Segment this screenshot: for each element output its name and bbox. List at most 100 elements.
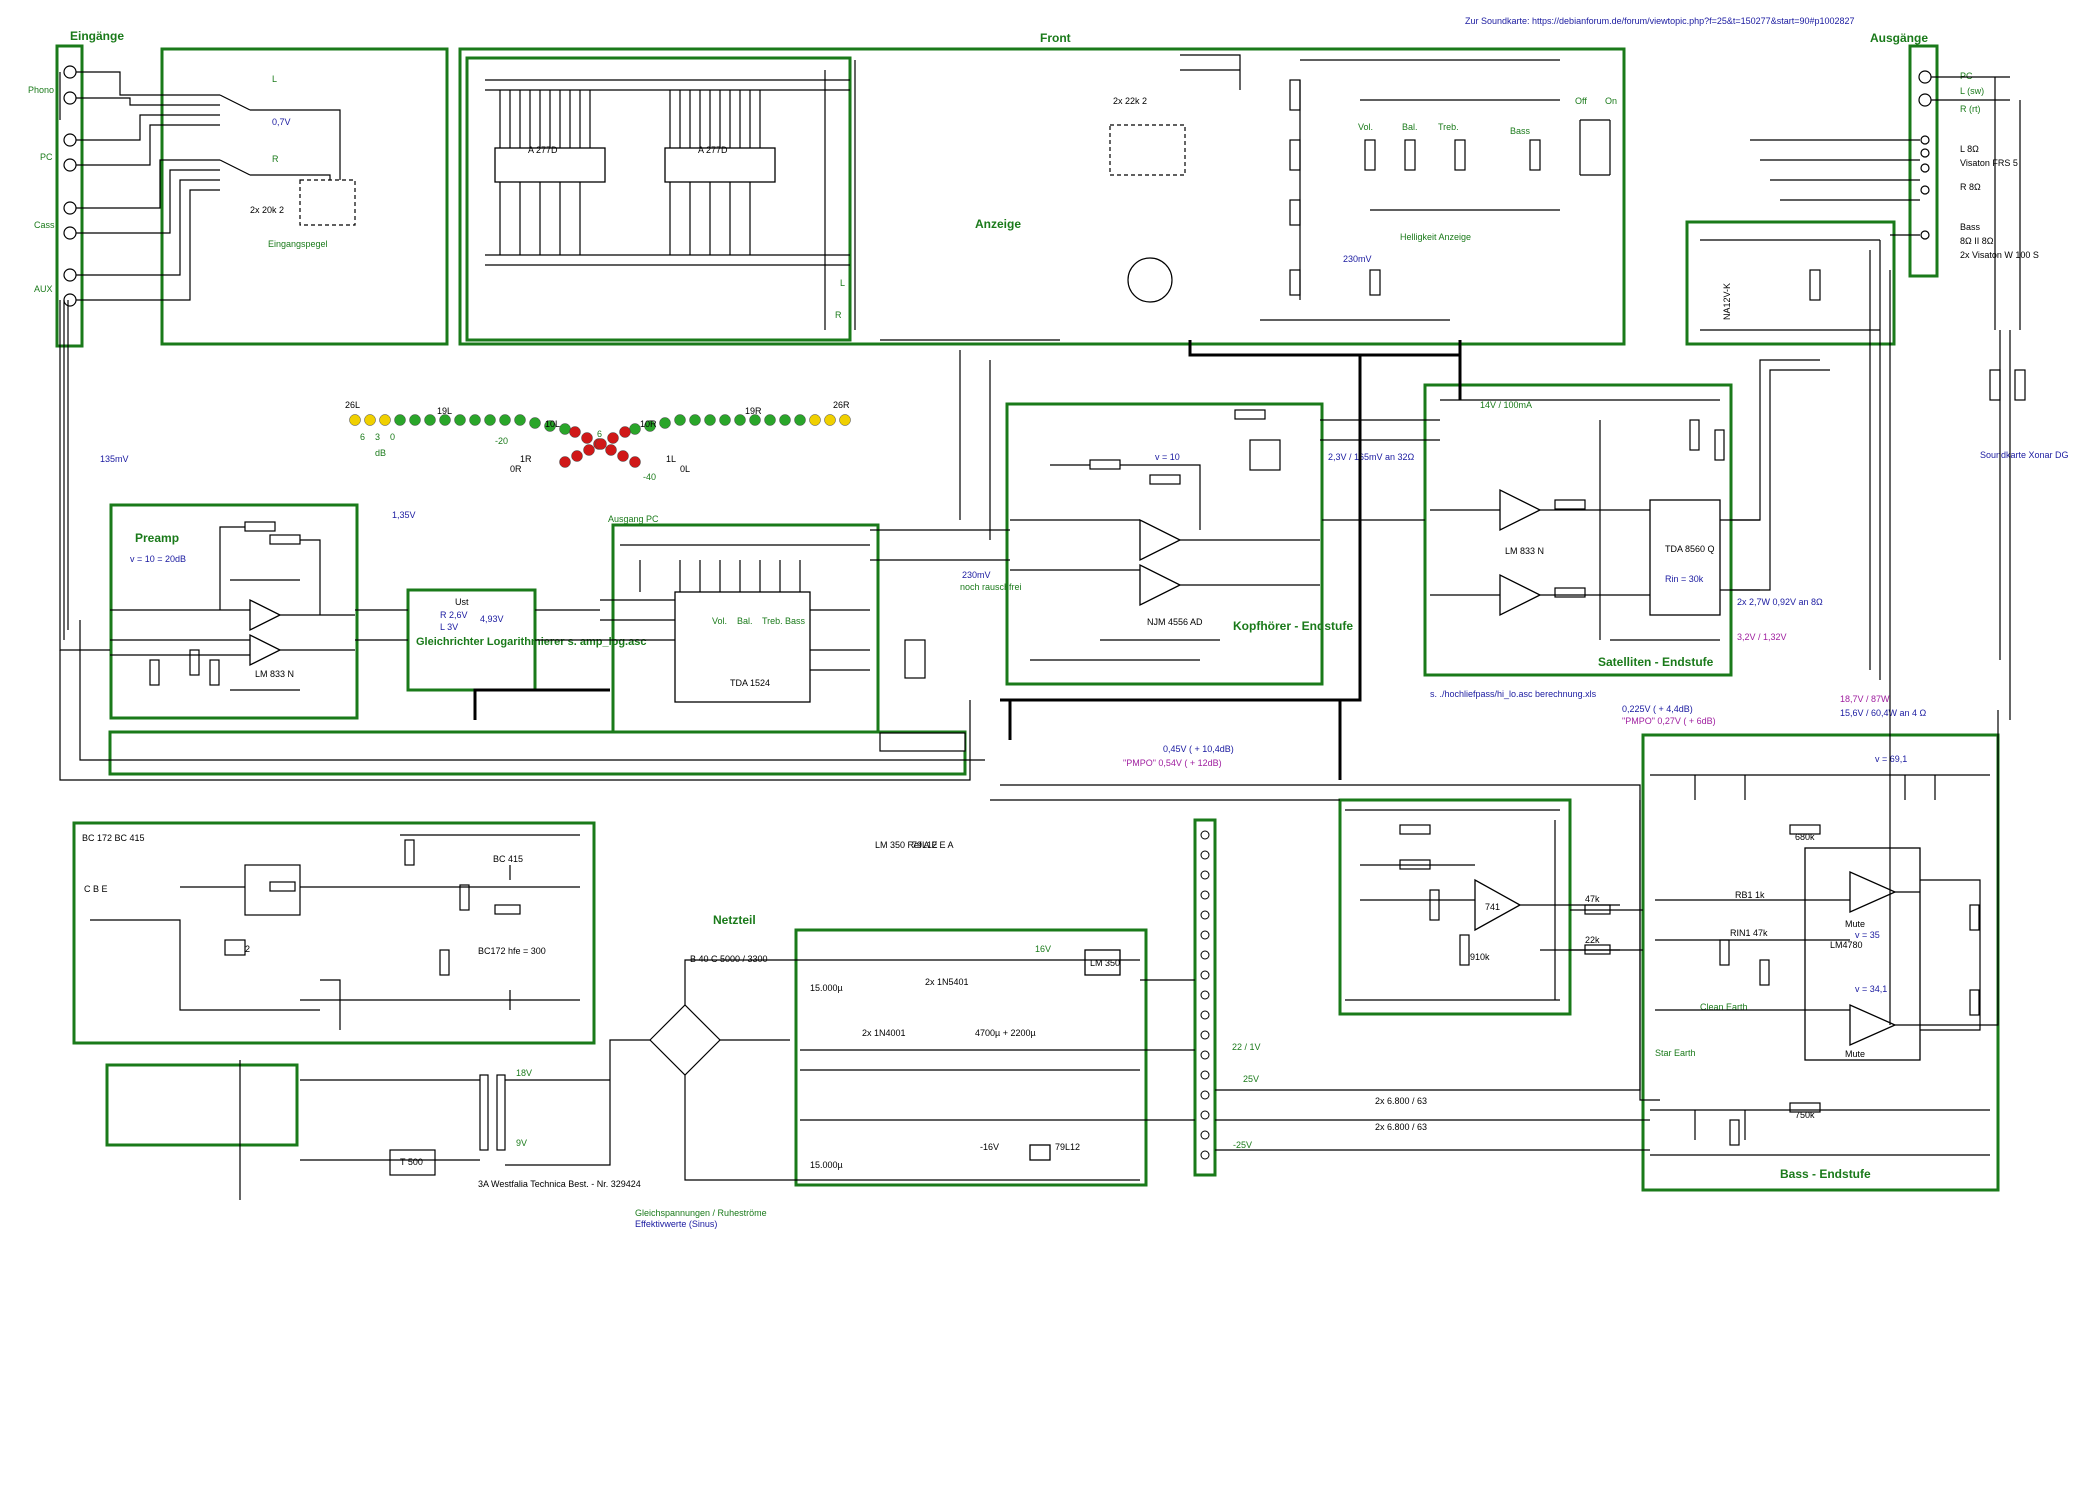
led-green-r-9	[659, 417, 671, 429]
led-red-l-1	[581, 432, 593, 444]
led-label-3: 3	[375, 432, 380, 442]
psu-cap1: 15.000µ	[810, 983, 843, 993]
terminal-9	[1200, 1010, 1210, 1020]
psu-m16v: -16V	[980, 1142, 999, 1152]
satellite-title: Satelliten - Endstufe	[1598, 655, 1714, 669]
preamp-title: Preamp	[135, 531, 179, 545]
front-230mv: 230mV	[1343, 254, 1372, 264]
a277d-left-ic	[494, 147, 606, 183]
ctrl-regulator	[224, 939, 246, 956]
bass-amp-title: Bass - Endstufe	[1780, 1167, 1871, 1181]
led-label-1l: 1L	[666, 454, 676, 464]
79l12-label: 79L12	[1055, 1142, 1080, 1152]
bass-lvl3: 18,7V / 87W	[1840, 694, 1890, 704]
satellite-block	[1423, 383, 1733, 677]
front-panel-block	[458, 47, 1626, 346]
bass-amp-resistors	[1719, 824, 1980, 1146]
tone-bass: Bass	[785, 616, 806, 626]
led-green-l-1	[409, 414, 421, 426]
display-block	[465, 56, 852, 342]
mute-1: Mute	[1845, 919, 1865, 929]
tda8560-label: TDA 8560 Q	[1665, 544, 1715, 554]
out-bass-imp: 8Ω II 8Ω	[1960, 236, 1994, 246]
psu-trafo: 3A Westfalia Technica Best. - Nr. 329424	[478, 1179, 641, 1189]
rin1: RIN1 47k	[1730, 928, 1768, 938]
bus-block	[108, 730, 967, 776]
preamp-block	[109, 503, 359, 720]
led-green-l-4	[454, 414, 466, 426]
lm4780-amp-2	[1849, 1003, 1897, 1047]
sat-opamp-2	[1499, 573, 1542, 617]
psu-title: Netzteil	[713, 913, 756, 927]
psu-transformer	[479, 1074, 506, 1151]
sat-preic: LM 833 N	[1505, 546, 1544, 556]
sat-purple: 3,2V / 1,32V	[1737, 632, 1787, 642]
79l12-reg	[1029, 1144, 1051, 1161]
led-green-l-3	[439, 414, 451, 426]
output-resistors	[1809, 269, 2026, 401]
led-green-l-9	[529, 417, 541, 429]
led-yellow-r-1	[824, 414, 836, 426]
led-green-r-7	[689, 414, 701, 426]
led-label-0r: 0R	[510, 464, 522, 474]
terminal-13	[1200, 1090, 1210, 1100]
front-title: Front	[1040, 31, 1071, 45]
output-wiring	[1700, 76, 2021, 700]
psu-wiring	[239, 800, 1650, 1200]
switch-label-l: L	[272, 74, 277, 84]
terminal-15	[1200, 1130, 1210, 1140]
inputs-jack-block	[55, 44, 84, 348]
out-bass-spk: 2x Visaton W 100 S	[1960, 250, 2039, 260]
bus-lines	[59, 330, 2011, 1101]
terminal-3	[1200, 890, 1210, 900]
bass-lvl2: 0,45V ( + 10,4dB)	[1163, 744, 1234, 754]
sat-supply: 14V / 100mA	[1480, 400, 1532, 410]
tone-connector[interactable]	[879, 639, 966, 752]
terminal-14	[1200, 1110, 1210, 1120]
led-yellow-r-2	[839, 414, 851, 426]
control-block	[72, 821, 596, 1045]
front-pot-22k[interactable]	[1109, 124, 1186, 176]
led-red-l-3	[605, 444, 617, 456]
front-brightness-label: Helligkeit Anzeige	[1400, 232, 1471, 242]
outputs-jack-block	[1908, 44, 1939, 278]
ctrl-pins2: 79L12 E A	[912, 840, 954, 850]
led-label-m40: -40	[643, 472, 656, 482]
led-driver-wiring	[485, 60, 1060, 341]
out-speaker: Visaton FRS 5	[1960, 158, 2018, 168]
psu-note1: Gleichspannungen / Ruheströme	[635, 1208, 767, 1218]
out-soundcard: Soundkarte Xonar DG	[1980, 450, 2069, 460]
lm350-reg	[1084, 949, 1121, 976]
psu-cap3: 2x 6.800 / 63	[1375, 1096, 1427, 1106]
led-green-r-0	[794, 414, 806, 426]
led-red-r-1	[607, 432, 619, 444]
led-yellow-r-0	[809, 414, 821, 426]
sat-resistors	[1554, 419, 1725, 598]
rect-ust: Ust	[455, 597, 469, 607]
clean-earth: Clean Earth	[1700, 1002, 1748, 1012]
hp-opamp-1	[1139, 518, 1182, 562]
led-label-19r: 19R	[745, 406, 762, 416]
jack-label-aux: AUX	[34, 284, 53, 294]
sat-wiring	[1430, 399, 1760, 641]
tone-wiring	[600, 544, 870, 671]
psu-bridge-rect	[649, 1004, 721, 1076]
bass-preamp-block	[1338, 798, 1572, 1016]
preamp-resistors	[149, 521, 301, 686]
psu-d5401: 2x 1N5401	[925, 977, 969, 987]
led-green-r-10	[644, 420, 656, 432]
input-level-pot[interactable]	[299, 179, 356, 226]
terminal-8	[1200, 990, 1210, 1000]
din-connector[interactable]	[1127, 257, 1173, 303]
psu-m25v: -25V	[1233, 1140, 1252, 1150]
hp-resistors	[1089, 409, 1281, 485]
psu-d4001: 2x 1N4001	[862, 1028, 906, 1038]
input-level-label: Eingangspegel	[268, 239, 328, 249]
led-green-r-1	[779, 414, 791, 426]
display-title: Anzeige	[975, 217, 1021, 231]
ctrl-t2: BC 415	[493, 854, 523, 864]
led-label-10r: 10R	[640, 419, 657, 429]
bass-amp-wiring	[1650, 774, 1990, 1156]
led-green-r-6	[704, 414, 716, 426]
